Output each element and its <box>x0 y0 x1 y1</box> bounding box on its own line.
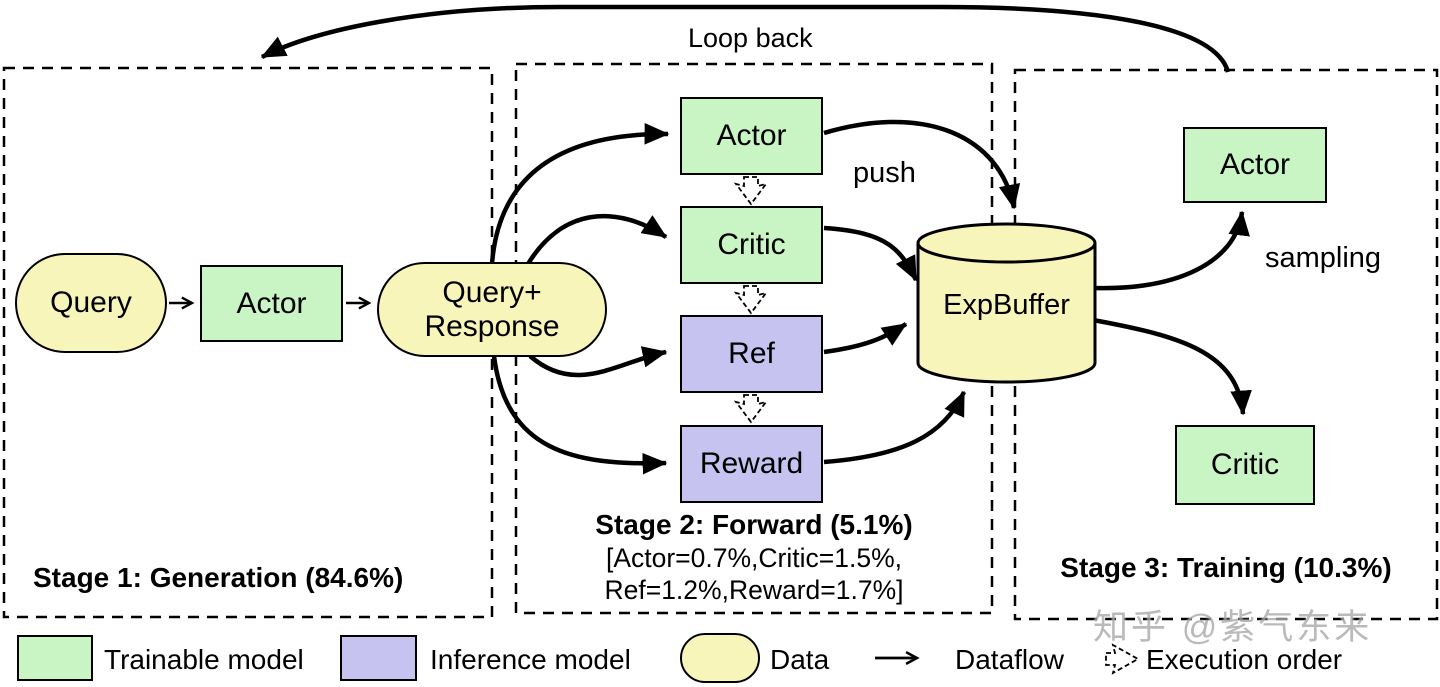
legend-inference-swatch <box>340 635 417 681</box>
expbuffer-cylinder-top <box>916 222 1097 264</box>
legend-data-swatch <box>680 633 760 683</box>
execution-order-icon <box>733 176 769 206</box>
stage2-breakdown-line2: Ref=1.2%,Reward=1.7%] <box>604 575 904 606</box>
legend-trainable-label: Trainable model <box>104 644 304 675</box>
arrow-qr-to-actor2 <box>489 123 670 265</box>
arrow-expbuffer-to-critic3 <box>1092 317 1252 416</box>
node-critic-stage2: Critic <box>680 206 823 284</box>
node-reward: Reward <box>680 425 823 503</box>
loop-back-arrow <box>260 4 1231 73</box>
expbuffer-cylinder-body <box>916 243 1097 384</box>
execution-order-icon <box>1105 643 1140 675</box>
arrow-reward-to-expbuffer <box>823 390 967 465</box>
stage2-breakdown-line1: [Actor=0.7%,Critic=1.5%, <box>605 543 903 574</box>
push-label: push <box>853 157 916 189</box>
stage3-label: Stage 3: Training (10.3%) <box>1060 552 1392 583</box>
watermark: 知乎 @紫气东来 <box>1093 608 1373 647</box>
execution-order-icon <box>733 394 769 424</box>
arrow-ref-to-expbuffer <box>823 322 908 355</box>
sampling-label: sampling <box>1265 242 1382 274</box>
node-actor-stage3: Actor <box>1183 127 1327 203</box>
stage2-label-block: Stage 2: Forward (5.1%) [Actor=0.7%,Crit… <box>516 508 992 607</box>
node-critic-stage3: Critic <box>1175 425 1315 505</box>
node-ref: Ref <box>680 315 823 393</box>
node-actor-stage2: Actor <box>680 97 823 175</box>
arrow-critic2-to-expbuffer <box>823 225 919 282</box>
legend-data-label: Data <box>770 644 830 675</box>
arrow-qr-to-critic2 <box>526 213 668 266</box>
legend-trainable-swatch <box>17 635 93 681</box>
legend-dataflow-label: Dataflow <box>955 644 1064 675</box>
arrow-qr-to-reward <box>491 355 668 475</box>
arrow-expbuffer-to-actor3 <box>1094 210 1250 291</box>
arrow-qr-to-ref <box>528 346 668 378</box>
legend-execution-order-label: Execution order <box>1146 644 1343 675</box>
legend-inference-label: Inference model <box>430 644 631 675</box>
loop-back-label: Loop back <box>688 23 813 53</box>
stage2-label: Stage 2: Forward (5.1%) <box>595 509 913 540</box>
node-query-response: Query+ Response <box>377 262 607 357</box>
execution-order-icon <box>733 285 769 315</box>
expbuffer-cylinder <box>916 222 1097 384</box>
arrow-actor2-to-expbuffer <box>823 119 1021 210</box>
stage1-label: Stage 1: Generation (84.6%) <box>33 562 404 593</box>
node-query: Query <box>15 253 167 353</box>
node-expbuffer-label: ExpBuffer <box>943 288 1070 321</box>
node-actor-stage1: Actor <box>200 265 343 342</box>
